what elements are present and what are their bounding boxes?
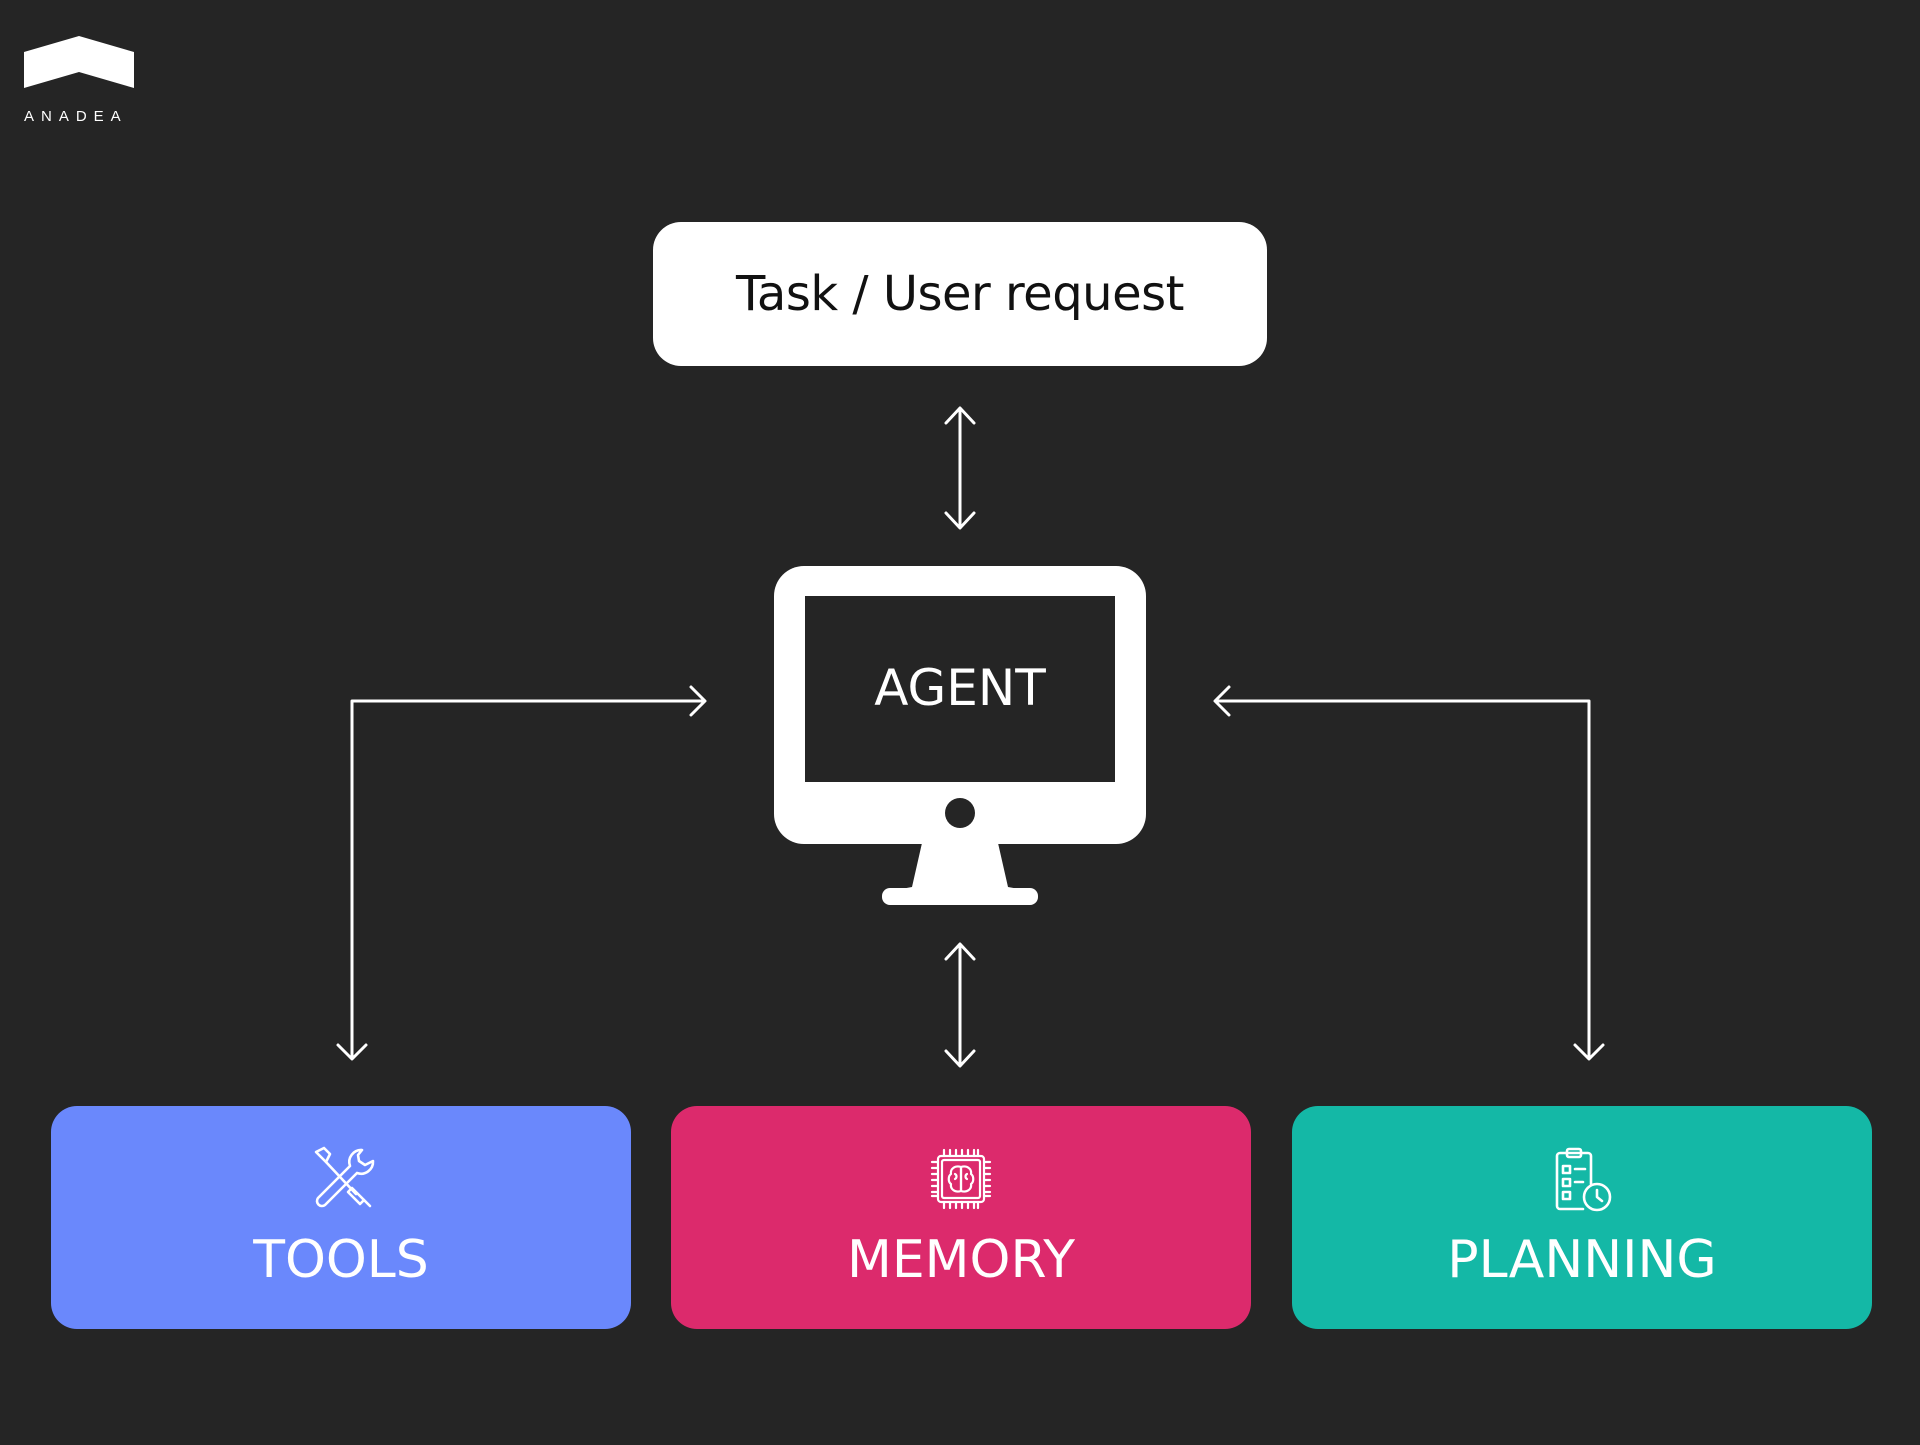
task-label: Task / User request <box>736 266 1184 322</box>
clipboard-clock-icon <box>1555 1147 1612 1212</box>
arrow-task-agent <box>944 406 976 530</box>
logo-text: ANADEA <box>24 108 128 125</box>
arrow-agent-tools <box>336 685 707 1061</box>
task-user-request-box: Task / User request <box>653 222 1267 366</box>
arrow-agent-memory <box>944 942 976 1068</box>
agent-label: AGENT <box>874 659 1046 717</box>
tools-box: TOOLS <box>51 1106 631 1329</box>
tools-label: TOOLS <box>253 1230 429 1290</box>
planning-box: PLANNING <box>1292 1106 1872 1329</box>
anadea-logo: ANADEA <box>24 36 136 132</box>
memory-label: MEMORY <box>846 1230 1076 1290</box>
logo-mark-icon <box>24 36 134 88</box>
brain-chip-icon <box>930 1148 992 1210</box>
tools-icon <box>314 1146 375 1208</box>
memory-box: MEMORY <box>671 1106 1251 1329</box>
arrow-agent-planning <box>1213 685 1605 1061</box>
planning-label: PLANNING <box>1447 1230 1717 1290</box>
